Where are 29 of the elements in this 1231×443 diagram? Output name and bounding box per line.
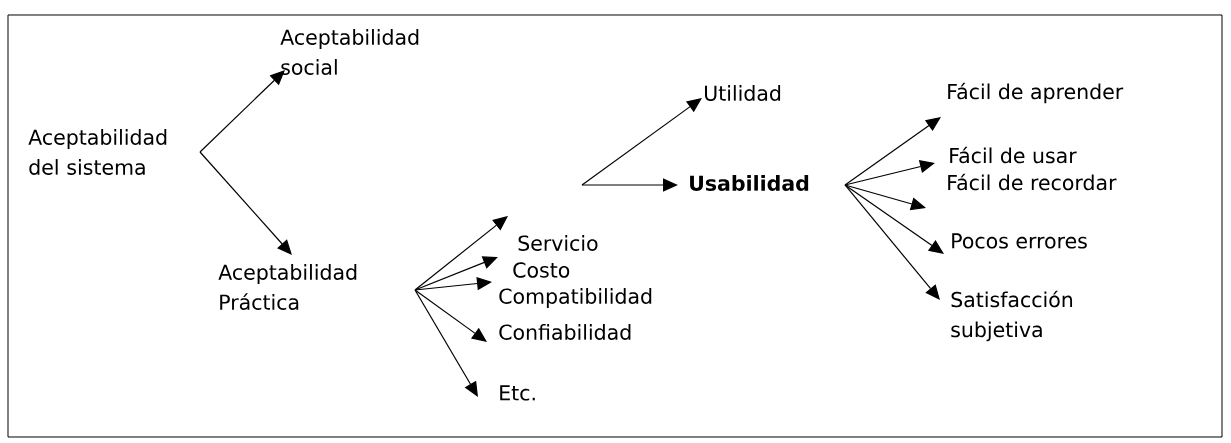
text-label: Fácil de aprender [948, 82, 1124, 104]
text-label: Servicio [518, 235, 598, 251]
text-label: Fácil de recordar [948, 173, 1117, 191]
text-label: Aceptabilidad del sistema [28, 129, 167, 175]
text-label: Fácil de usar [950, 146, 1077, 164]
arrow [414, 216, 508, 291]
arrow [581, 178, 678, 192]
text-label: Utilidad [705, 85, 781, 101]
arrow [581, 98, 702, 186]
text-label: Costo [513, 262, 570, 278]
arrow [414, 276, 492, 291]
text-label: Compatibilidad [499, 288, 652, 308]
arrow [844, 184, 940, 300]
text-label: Aceptabilidad social [280, 29, 419, 75]
arrow [199, 151, 292, 255]
arrow [844, 117, 941, 186]
arrow [414, 289, 478, 397]
text-label: Etc. [500, 385, 535, 401]
text-label: Confiabilidad [499, 324, 631, 340]
arrow [844, 160, 935, 186]
text-label: Usabilidad [690, 175, 809, 191]
arrow [414, 256, 498, 291]
text-label: Aceptabilidad Práctica [218, 264, 357, 310]
arrow [844, 184, 926, 211]
arrow [414, 289, 487, 342]
text-label: Satisfacción subjetiva [951, 290, 1072, 342]
text-label: Pocos errores [952, 233, 1087, 249]
arrow [844, 184, 944, 254]
arrow [199, 70, 285, 153]
